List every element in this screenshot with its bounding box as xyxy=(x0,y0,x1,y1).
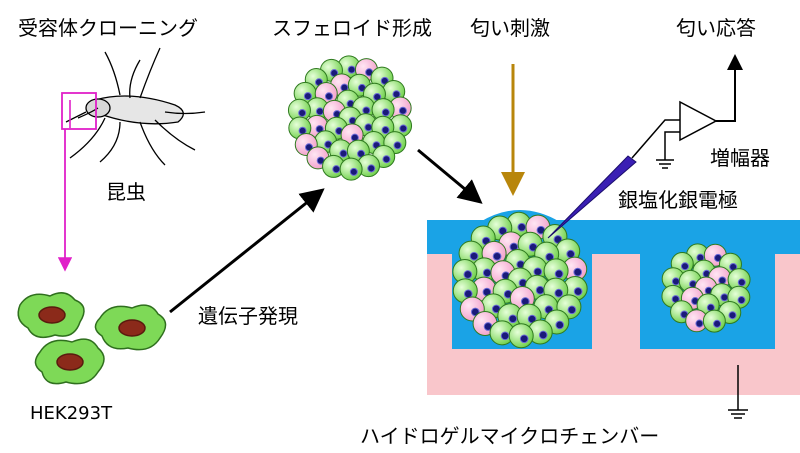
insect-label: 昆虫 xyxy=(106,180,146,204)
antenna-highlight-box xyxy=(61,92,97,130)
cell-nucleus xyxy=(573,287,583,296)
odor-stimulus-label: 匂い刺激 xyxy=(470,16,550,40)
cell-nucleus xyxy=(364,123,373,132)
amplifier-triangle-icon xyxy=(631,54,743,160)
cell-nucleus xyxy=(680,262,690,271)
cell-nucleus xyxy=(339,149,348,158)
cell-nucleus xyxy=(573,267,583,277)
expression-arrow xyxy=(169,188,325,314)
cell-nucleus xyxy=(303,92,312,101)
chamber-label: ハイドロゲルマイクロチェンバー xyxy=(360,424,660,448)
cell-nucleus xyxy=(381,108,390,117)
cell-nucleus xyxy=(713,319,722,328)
cell-nucleus xyxy=(718,276,727,285)
chamber-ground-icon xyxy=(728,365,748,419)
spheroid-in-well-right xyxy=(661,243,751,333)
cell-nucleus xyxy=(554,288,564,298)
odor-response-label: 匂い応答 xyxy=(676,16,756,40)
cell-nucleus xyxy=(508,314,518,324)
gene-expression-label: 遺伝子発現 xyxy=(198,304,298,328)
cell-nucleus xyxy=(324,92,334,101)
cell-nucleus xyxy=(538,330,548,340)
cell-line-label: HEK293T xyxy=(30,403,113,424)
cell-nucleus xyxy=(555,320,565,330)
receptor-cloning-label: 受容体クローニング xyxy=(18,16,198,40)
electrode-label: 銀塩化銀電極 xyxy=(618,188,738,212)
cell-nucleus xyxy=(332,165,341,174)
electrode-icon xyxy=(547,155,637,239)
cell-nucleus xyxy=(500,331,510,341)
hek-cells xyxy=(17,292,167,385)
cell-nucleus xyxy=(737,296,746,305)
cell-nucleus xyxy=(492,251,502,261)
cell-nucleus xyxy=(720,293,729,302)
cell-nucleus xyxy=(298,108,307,117)
cell-nucleus xyxy=(463,270,473,279)
cell-nucleus xyxy=(535,285,545,295)
amplifier-label: 増幅器 xyxy=(710,146,770,170)
mosquito-icon xyxy=(65,47,206,166)
cell-nucleus xyxy=(469,251,479,261)
cell-nucleus xyxy=(695,319,704,328)
cell-nucleus xyxy=(393,141,402,150)
cell-nucleus xyxy=(367,164,376,173)
cell-nucleus xyxy=(381,126,390,135)
cell-nucleus xyxy=(382,155,391,164)
cell-nucleus xyxy=(533,267,543,277)
cell-nucleus xyxy=(347,65,356,74)
transfer-arrow xyxy=(417,148,483,204)
spheroid-floating xyxy=(287,55,413,181)
cell-nucleus xyxy=(728,311,737,320)
cell-nucleus xyxy=(349,167,358,176)
spheroid-in-well-left xyxy=(452,211,588,349)
cell-nucleus xyxy=(482,268,492,278)
cell-nucleus xyxy=(315,107,324,116)
cell-nucleus xyxy=(519,334,529,344)
cell-nucleus xyxy=(398,106,407,115)
ground-symbol-icon xyxy=(656,159,674,169)
cell-nucleus xyxy=(567,305,577,315)
cell-nucleus xyxy=(737,278,746,287)
cell-nucleus xyxy=(399,124,408,133)
cell-nucleus xyxy=(362,106,371,115)
cell-nucleus xyxy=(517,222,527,232)
cell-nucleus xyxy=(554,269,564,279)
cell-nucleus xyxy=(671,277,680,286)
spheroid-formation-label: スフェロイド形成 xyxy=(272,16,432,40)
